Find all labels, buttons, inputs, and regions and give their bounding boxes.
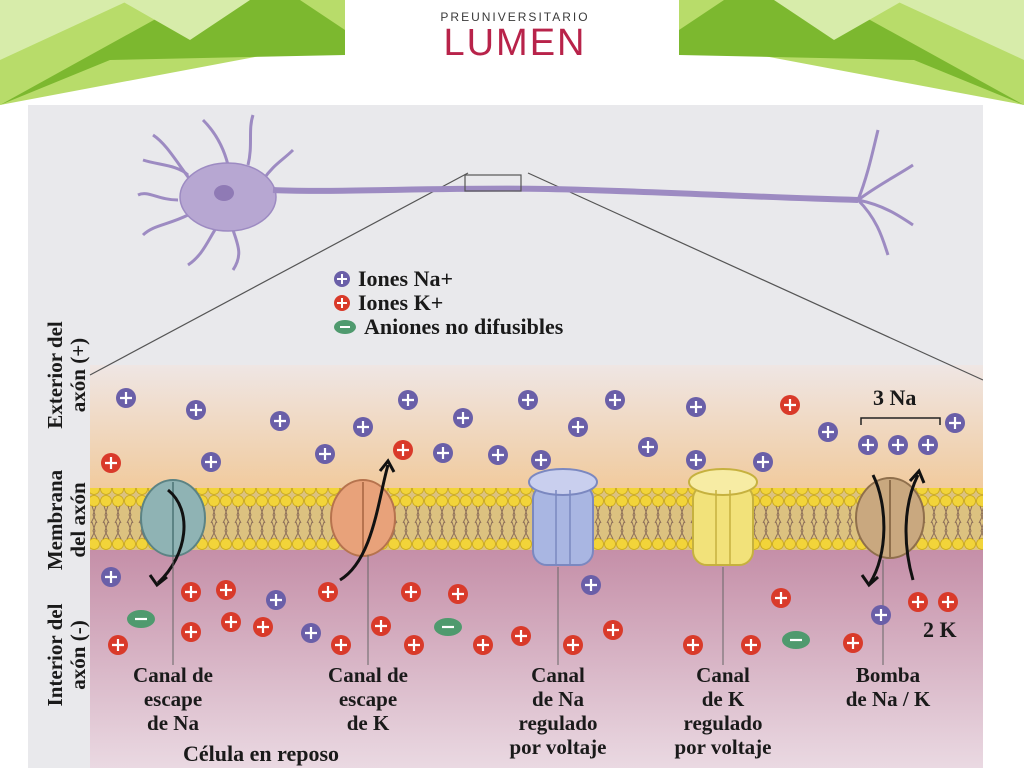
k-ion [318, 582, 338, 602]
k-ion [221, 612, 241, 632]
transport-arrows [148, 458, 926, 588]
anion [434, 618, 462, 636]
k-ion [331, 635, 351, 655]
na-ion [315, 444, 335, 464]
membrane-illustration [89, 114, 983, 768]
na-k-pump-icon [855, 477, 925, 559]
na-ion [686, 397, 706, 417]
k-ion [101, 453, 121, 473]
anion [782, 631, 810, 649]
k-ion [393, 440, 413, 460]
k-ion [181, 582, 201, 602]
k-ion [253, 617, 273, 637]
na-ion [638, 437, 658, 457]
na-ion [605, 390, 625, 410]
anion [127, 610, 155, 628]
k-ion [771, 588, 791, 608]
interior-axon-label: Interior del axón (-) [43, 603, 90, 707]
neuron-icon [137, 114, 914, 271]
na-leak-channel-icon [140, 479, 206, 557]
na-voltage-channel-icon [528, 468, 598, 566]
k-ion [780, 395, 800, 415]
na-ion [116, 388, 136, 408]
na-ion [266, 590, 286, 610]
k-ion [401, 582, 421, 602]
na-ion [945, 413, 965, 433]
na-voltage-channel-label: Canal de Na regulado por voltaje [509, 663, 607, 759]
na-ion [201, 452, 221, 472]
na-leak-channel-label: Canal de escape de Na [133, 663, 213, 735]
k-ion [216, 580, 236, 600]
brand-name: LUMEN [443, 22, 587, 64]
header-banner [0, 0, 1024, 105]
legend-k-text: Iones K+ [358, 290, 444, 315]
na-ion [270, 411, 290, 431]
k-voltage-channel-label: Canal de K regulado por voltaje [674, 663, 772, 759]
na-ion [353, 417, 373, 437]
na-ion-icon [334, 271, 350, 287]
k-ion-icon [334, 295, 350, 311]
legend-na-text: Iones Na+ [358, 266, 454, 291]
na-ion [568, 417, 588, 437]
na-ion [518, 390, 538, 410]
na-ion [818, 422, 838, 442]
k-ion [511, 626, 531, 646]
k-leak-channel-label: Canal de escape de K [328, 663, 408, 735]
legend-na: Iones Na+ [332, 266, 454, 291]
k-ion [741, 635, 761, 655]
pump-k-label: 2 K [923, 617, 957, 642]
na-ion [581, 575, 601, 595]
k-ion [938, 592, 958, 612]
na-pump-bracket [860, 417, 941, 425]
brand-logo: PREUNIVERSITARIO LUMEN [420, 10, 610, 62]
na-ion [753, 452, 773, 472]
na-ion [453, 408, 473, 428]
k-ion [563, 635, 583, 655]
k-leak-channel-icon [330, 479, 396, 557]
ion-distribution [101, 388, 965, 655]
na-ion [101, 567, 121, 587]
k-ion [404, 635, 424, 655]
membrane-axon-label: Membrana del axón [43, 469, 90, 571]
na-ion [888, 435, 908, 455]
na-ion [488, 445, 508, 465]
membrane-potential-figure: Exterior del axón (+) Membrana del axón … [28, 105, 983, 768]
legend-anion-text: Aniones no difusibles [364, 314, 564, 339]
k-ion [908, 592, 928, 612]
na-ion [301, 623, 321, 643]
na-ion [186, 400, 206, 420]
brand-subtitle: PREUNIVERSITARIO [440, 10, 590, 24]
k-ion [473, 635, 493, 655]
na-ion [918, 435, 938, 455]
na-k-pump-label: Bomba de Na / K [845, 663, 931, 711]
na-ion [871, 605, 891, 625]
k-voltage-channel-icon [688, 468, 758, 566]
na-ion [433, 443, 453, 463]
na-ion [686, 450, 706, 470]
na-ion [858, 435, 878, 455]
k-ion [843, 633, 863, 653]
figure-caption: Célula en reposo [183, 741, 340, 766]
k-ion [683, 635, 703, 655]
na-ion [531, 450, 551, 470]
k-ion [371, 616, 391, 636]
label-pointer-lines [172, 555, 884, 665]
k-ion [181, 622, 201, 642]
k-ion [603, 620, 623, 640]
na-ion [398, 390, 418, 410]
anion-icon [334, 320, 356, 334]
pump-na-label: 3 Na [873, 385, 917, 410]
legend-anion: Aniones no difusibles [332, 314, 564, 339]
exterior-axon-label: Exterior del axón (+) [43, 321, 90, 429]
k-ion [448, 584, 468, 604]
legend-k: Iones K+ [332, 290, 444, 315]
k-ion [108, 635, 128, 655]
